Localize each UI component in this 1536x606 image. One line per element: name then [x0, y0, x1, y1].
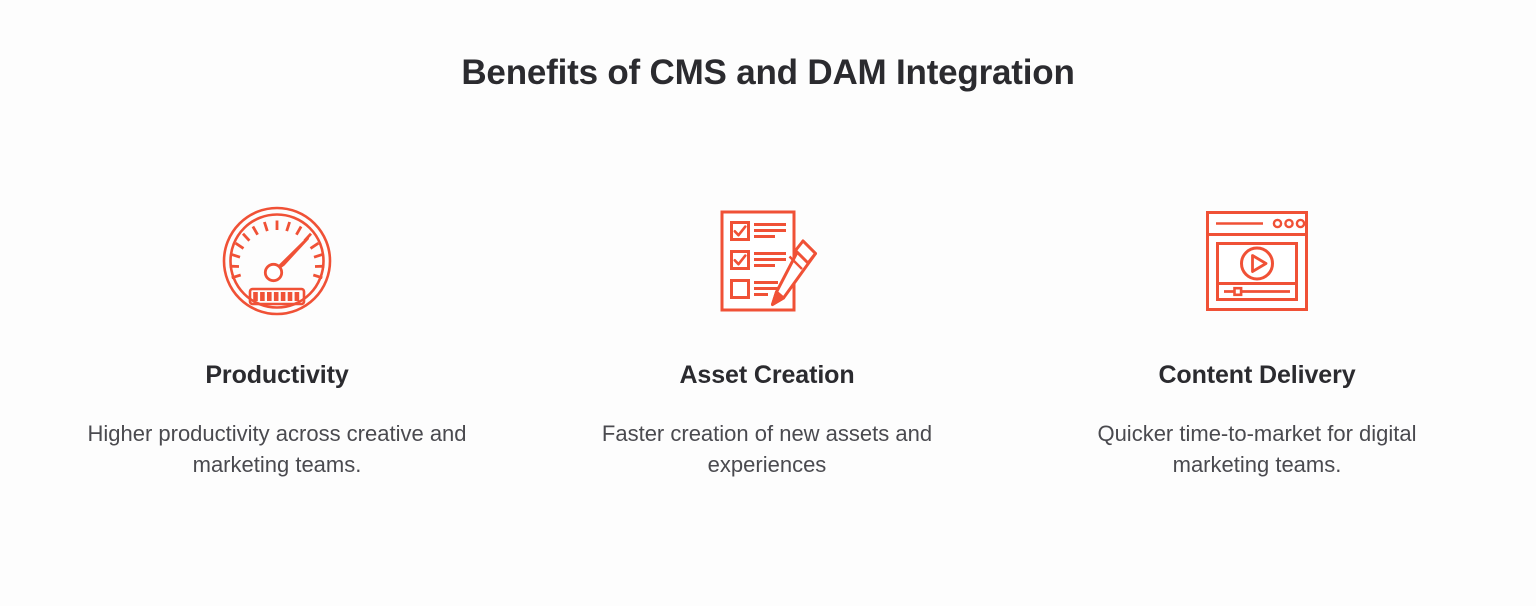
benefit-card-description: Higher productivity across creative and … — [87, 421, 467, 478]
page-title: Benefits of CMS and DAM Integration — [461, 53, 1075, 92]
checklist-pencil-icon — [706, 200, 828, 322]
benefit-card-asset-creation: Asset Creation Faster creation of new as… — [522, 200, 1012, 480]
benefit-cards-row: Productivity Higher productivity across … — [0, 200, 1536, 480]
benefit-card-title: Content Delivery — [1158, 361, 1356, 389]
benefit-card-title: Asset Creation — [679, 361, 855, 389]
browser-video-player-icon — [1196, 200, 1318, 322]
benefit-card-description: Faster creation of new assets and experi… — [601, 421, 933, 478]
speedometer-icon — [216, 200, 338, 322]
benefit-card-title: Productivity — [205, 361, 349, 389]
benefit-card-productivity: Productivity Higher productivity across … — [32, 200, 522, 480]
benefit-card-description: Quicker time-to-market for digital marke… — [1097, 421, 1417, 478]
benefit-card-content-delivery: Content Delivery Quicker time-to-market … — [1012, 200, 1502, 480]
